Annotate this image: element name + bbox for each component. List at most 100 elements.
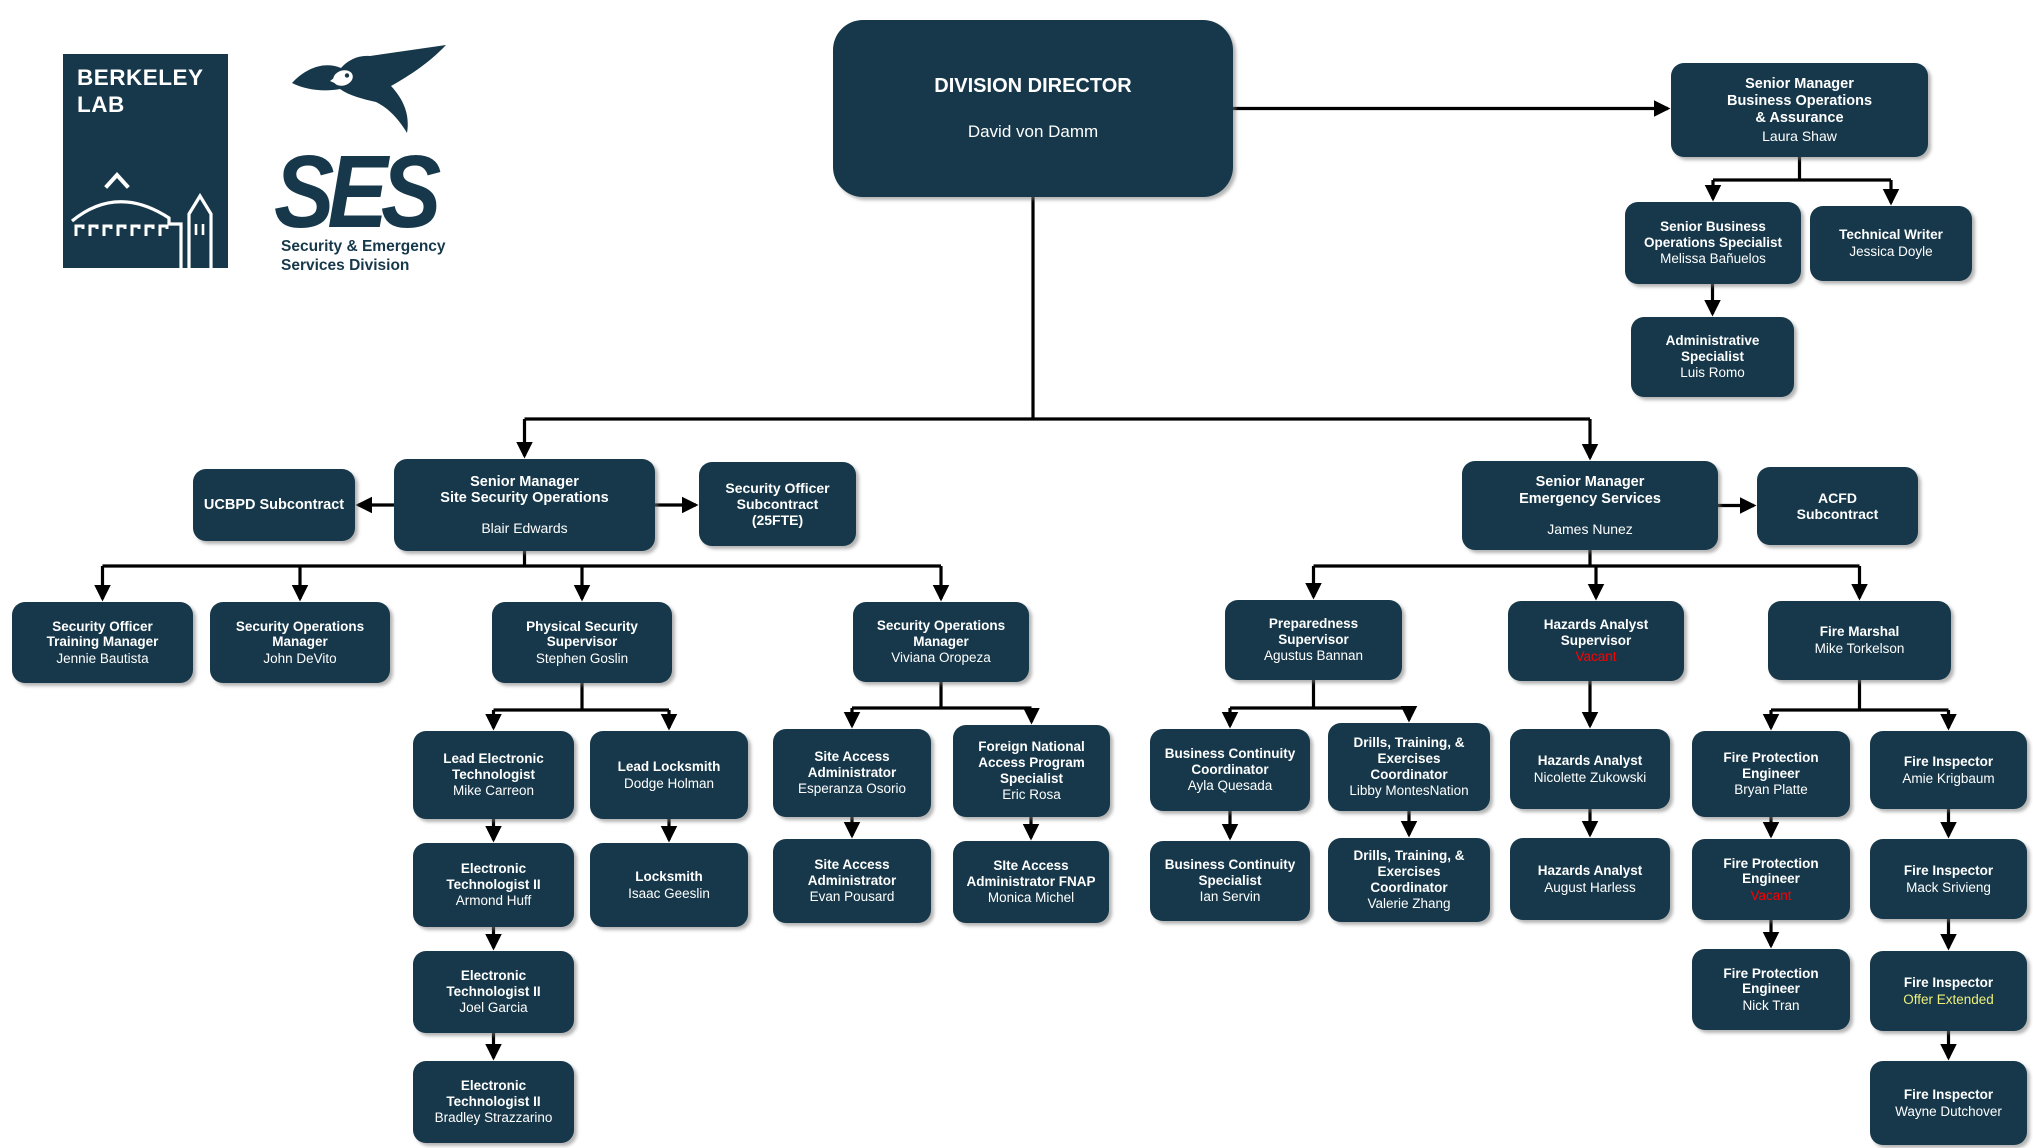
org-node-title: Site Access Administrator <box>807 749 897 780</box>
org-node-name: James Nunez <box>1547 520 1633 537</box>
org-node-dtec-libby: Drills, Training, & Exercises Coordinato… <box>1328 723 1490 811</box>
org-node-name: Bryan Platte <box>1734 782 1808 798</box>
org-node-name: Valerie Zhang <box>1367 896 1451 912</box>
org-node-title: Fire Inspector <box>1903 974 1994 990</box>
org-node-acfd: ACFD Subcontract <box>1757 467 1918 545</box>
org-node-sec-off-sub: Security Officer Subcontract (25FTE) <box>699 462 856 546</box>
org-node-name: Jennie Bautista <box>56 650 149 666</box>
org-node-fnaps: Foreign National Access Program Speciali… <box>953 725 1110 817</box>
org-node-name: Vacant <box>1750 887 1792 903</box>
org-node-title: Security Officer Subcontract (25FTE) <box>725 479 830 529</box>
org-node-name: Monica Michel <box>987 890 1075 906</box>
org-node-ucbpd: UCBPD Subcontract <box>193 469 355 541</box>
org-node-title: Drills, Training, & Exercises Coordinato… <box>1353 848 1465 895</box>
org-node-title: Fire Inspector <box>1903 862 1994 878</box>
org-node-title: Electronic Technologist II <box>446 861 541 892</box>
org-node-name: Joel Garcia <box>459 1000 528 1016</box>
org-node-title: Fire Protection Engineer <box>1723 750 1819 781</box>
org-node-name: Wayne Dutchover <box>1895 1103 2002 1119</box>
org-node-name: David von Damm <box>967 122 1099 142</box>
org-node-title: Business Continuity Specialist <box>1164 857 1296 888</box>
org-node-name: Evan Pousard <box>809 889 895 905</box>
berkeley-logo-line2: LAB <box>77 92 125 117</box>
org-node-title: Fire Protection Engineer <box>1723 855 1819 887</box>
ses-logo-tagline: Security & Emergency Services Division <box>281 238 446 276</box>
org-node-director: DIVISION DIRECTOR David von Damm <box>833 20 1233 197</box>
ses-tagline-line2: Services Division <box>281 256 410 274</box>
org-node-sm-bus-ops: Senior Manager Business Operations & Ass… <box>1671 63 1928 157</box>
org-node-title: Preparedness Supervisor <box>1268 616 1359 647</box>
org-node-name: Ayla Quesada <box>1187 778 1273 794</box>
org-node-name: Offer Extended <box>1903 991 1994 1007</box>
org-node-name: Laura Shaw <box>1762 127 1837 144</box>
org-node-name: Melissa Bañuelos <box>1660 251 1766 267</box>
org-node-name: Ian Servin <box>1199 889 1261 905</box>
org-node-name: Blair Edwards <box>481 520 568 537</box>
org-node-title: DIVISION DIRECTOR <box>934 75 1132 98</box>
org-node-name: Nicolette Zukowski <box>1533 769 1647 785</box>
berkeley-building-icon <box>70 172 213 268</box>
org-node-name: Esperanza Osorio <box>797 781 907 797</box>
org-node-name: Isaac Geeslin <box>628 885 710 901</box>
org-node-title: Technical Writer <box>1839 227 1943 243</box>
org-node-name: Bradley Strazzarino <box>434 1110 553 1126</box>
org-node-title: Fire Protection Engineer <box>1723 965 1819 997</box>
org-node-title: Senior Manager Emergency Services <box>1519 474 1661 507</box>
org-node-title: Drills, Training, & Exercises Coordinato… <box>1353 735 1465 782</box>
org-node-name: Luis Romo <box>1680 365 1745 381</box>
org-node-title: Security Officer Training Manager <box>46 618 159 650</box>
org-node-title: SIte Access Administrator FNAP <box>966 858 1096 889</box>
org-node-title: Security Operations Manager <box>876 618 1006 649</box>
berkeley-lab-logo: BERKELEY LAB <box>63 54 228 268</box>
org-node-title: Senior Manager Business Operations & Ass… <box>1726 76 1873 126</box>
org-node-title: Locksmith <box>635 868 703 884</box>
berkeley-logo-line1: BERKELEY <box>77 65 204 90</box>
org-node-name: Libby MontesNation <box>1349 783 1469 799</box>
org-node-name: Armond Huff <box>455 893 532 909</box>
org-node-title: ACFD Subcontract <box>1796 489 1879 522</box>
ses-tagline-line1: Security & Emergency <box>281 238 446 255</box>
org-node-title: Site Access Administrator <box>807 857 897 888</box>
org-node-name: Mack Srivieng <box>1906 879 1991 895</box>
org-node-title: Hazards Analyst <box>1537 862 1643 878</box>
falcon-icon <box>292 45 446 133</box>
org-node-name: Mike Torkelson <box>1814 641 1905 656</box>
org-node-name: Vacant <box>1575 649 1617 665</box>
org-node-title: Senior Manager Site Security Operations <box>440 473 609 507</box>
org-node-title: UCBPD Subcontract <box>203 496 345 513</box>
org-node-name: Eric Rosa <box>1002 787 1061 803</box>
berkeley-logo-text: BERKELEY LAB <box>77 64 204 118</box>
org-node-title: Electronic Technologist II <box>446 968 541 999</box>
org-node-dtec-zhang: Drills, Training, & Exercises Coordinato… <box>1328 838 1490 922</box>
org-node-name: Nick Tran <box>1742 997 1800 1013</box>
